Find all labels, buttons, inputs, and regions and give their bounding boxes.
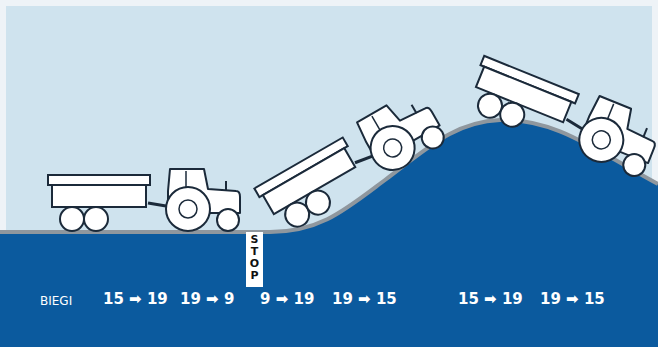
gear-change: 19 ➡ 15 [540,290,605,308]
stop-sign: STOP [246,232,263,287]
gear-change: 19 ➡ 9 [180,290,234,308]
sign-text: STOP [249,234,260,282]
row-title: BIEGI [40,294,72,308]
gear-change: 19 ➡ 15 [332,290,397,308]
gear-change: 15 ➡ 19 [103,290,168,308]
gear-change: 15 ➡ 19 [458,290,523,308]
gear-change: 9 ➡ 19 [260,290,314,308]
